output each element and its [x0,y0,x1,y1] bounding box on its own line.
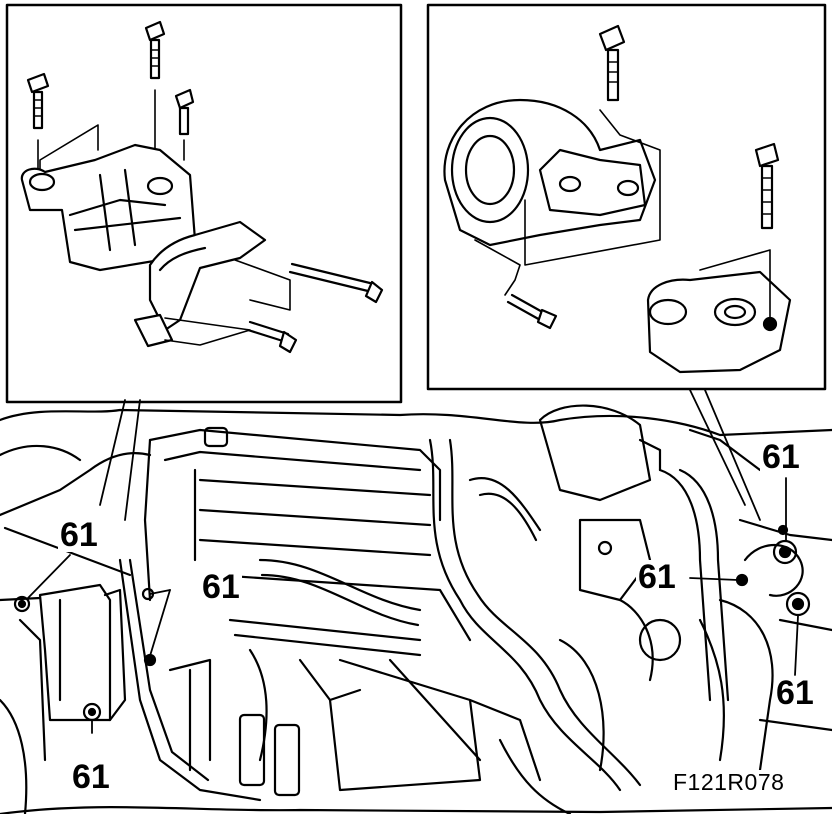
left-inset-engine-mount [5,3,403,404]
callout-leader-lines [27,389,799,734]
callout-61-left-upper: 61 [58,516,100,554]
left-inset-bolt-1 [26,72,50,130]
figure-code-label: F121R078 [670,770,788,794]
right-inset-bolt-2 [754,142,780,230]
callout-61-right-upper: 61 [760,438,802,476]
callout-61-right-lower: 61 [774,674,816,712]
right-inset-bolt-3 [506,293,558,330]
callout-61-left-lower: 61 [70,758,112,796]
callout-61-left-middle: 61 [200,568,242,606]
left-inset-bolt-2 [144,20,166,80]
engine-bay-drawing [0,404,832,814]
callout-61-center-right: 61 [636,558,678,596]
left-inset-bolt-3 [174,88,195,136]
left-inset-bolt-5 [246,320,298,354]
left-inset-bolt-4 [288,262,384,304]
right-inset-bolt-1 [598,24,626,102]
right-inset-engine-mount [426,3,827,391]
